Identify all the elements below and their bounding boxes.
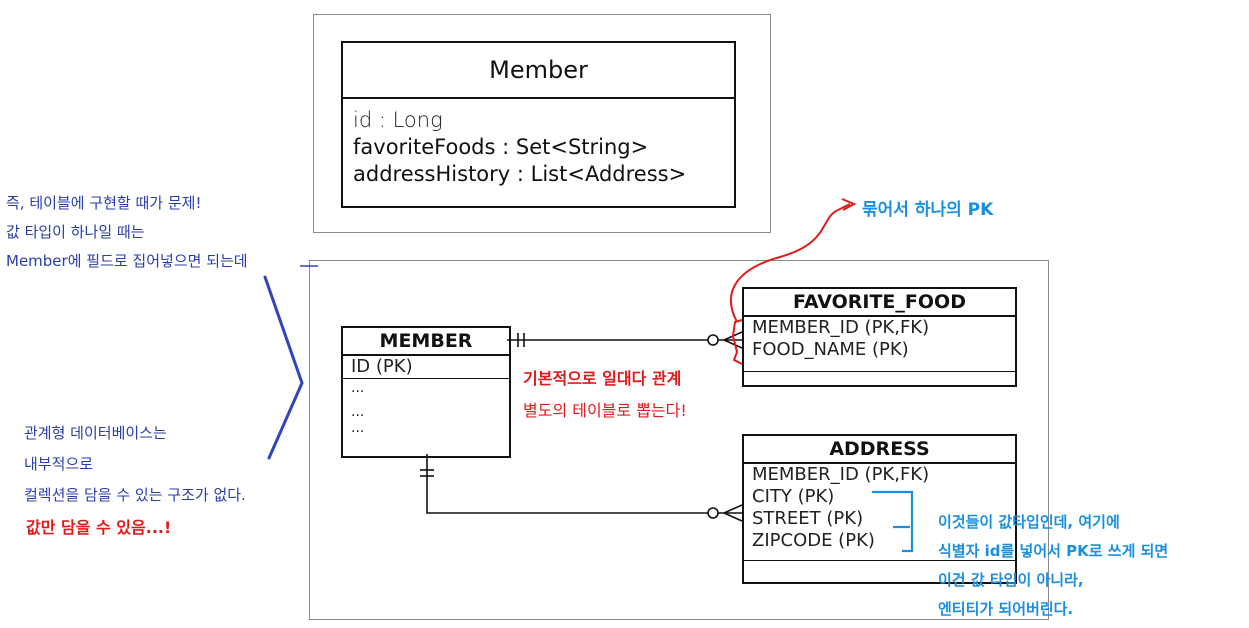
- member-field-address-history: addressHistory : List<Address>: [353, 162, 687, 186]
- favorite-food-row: MEMBER_ID (PK,FK): [752, 317, 930, 338]
- note-line: 기본적으로 일대다 관계: [523, 369, 682, 388]
- member-field-id: id : Long: [353, 108, 443, 132]
- address-entity: ADDRESS MEMBER_ID (PK,FK) CITY (PK) STRE…: [742, 434, 1017, 584]
- address-entity-title: ADDRESS: [744, 436, 1015, 464]
- left-mid-note: 관계형 데이터베이스는 내부적으로 컬렉션을 담을 수 있는 구조가 없다.: [24, 418, 246, 511]
- favorite-food-divider: [744, 371, 1015, 372]
- member-address-relation: [420, 454, 743, 522]
- note-line: 즉, 테이블에 구현할 때가 문제!: [6, 194, 202, 212]
- member-entity-row: ...: [351, 420, 365, 436]
- member-favorite-food-relation: [507, 331, 743, 349]
- favorite-food-entity-title: FAVORITE_FOOD: [744, 289, 1015, 317]
- address-row: CITY (PK): [752, 486, 835, 507]
- member-field-favorite-foods: favoriteFoods : Set<String>: [353, 135, 649, 159]
- note-line: 엔티티가 되어버린다.: [938, 600, 1074, 618]
- member-class-title: Member: [343, 43, 734, 99]
- address-row: STREET (PK): [752, 508, 864, 529]
- member-class-box: Member id : Long favoriteFoods : Set<Str…: [341, 41, 736, 208]
- note-line: 컬렉션을 담을 수 있는 구조가 없다.: [24, 486, 246, 504]
- address-row: MEMBER_ID (PK,FK): [752, 464, 930, 485]
- member-class-fields: id : Long favoriteFoods : Set<String> ad…: [343, 99, 734, 196]
- note-line: Member에 필드로 집어넣으면 되는데: [6, 252, 248, 270]
- note-line: 식별자 id를 넣어서 PK로 쓰게 되면: [938, 542, 1169, 560]
- note-line: 값 타입이 하나일 때는: [6, 223, 145, 241]
- member-entity-row: ...: [351, 380, 365, 396]
- center-red-note: 기본적으로 일대다 관계 별도의 테이블로 뽑는다!: [523, 363, 687, 427]
- note-line: 이건 값 타입이 아니라,: [938, 571, 1084, 589]
- favorite-food-entity: FAVORITE_FOOD MEMBER_ID (PK,FK) FOOD_NAM…: [742, 287, 1017, 387]
- note-line: 내부적으로: [24, 455, 94, 473]
- note-line: 별도의 테이블로 뽑는다!: [523, 401, 687, 420]
- note-line: 관계형 데이터베이스는: [24, 424, 167, 442]
- member-entity-row: ...: [351, 404, 365, 420]
- right-cyan-note: 이것들이 값타입인데, 여기에 식별자 id를 넣어서 PK로 쓰게 되면 이건…: [938, 508, 1168, 624]
- member-entity-divider: [343, 378, 509, 379]
- left-top-note: 즉, 테이블에 구현할 때가 문제! 값 타입이 하나일 때는 Member에 …: [6, 189, 248, 276]
- cyan-bracket-stroke: [872, 490, 914, 553]
- red-bracket-stroke: [731, 319, 743, 365]
- favorite-food-row: FOOD_NAME (PK): [752, 339, 909, 360]
- blue-bracket-stroke: [263, 275, 304, 460]
- red-curve-stroke: [730, 203, 851, 323]
- member-entity-pk: ID (PK): [351, 356, 413, 377]
- left-red-note: 값만 담을 수 있음...!: [26, 518, 172, 537]
- address-row: ZIPCODE (PK): [752, 530, 875, 551]
- pk-note: 묶어서 하나의 PK: [862, 200, 994, 220]
- note-line: 이것들이 값타입인데, 여기에: [938, 513, 1120, 531]
- arrow-head-icon: [841, 198, 857, 211]
- address-divider: [744, 560, 1015, 561]
- member-entity-title: MEMBER: [343, 328, 509, 356]
- member-entity: MEMBER ID (PK) ... ... ...: [341, 326, 511, 458]
